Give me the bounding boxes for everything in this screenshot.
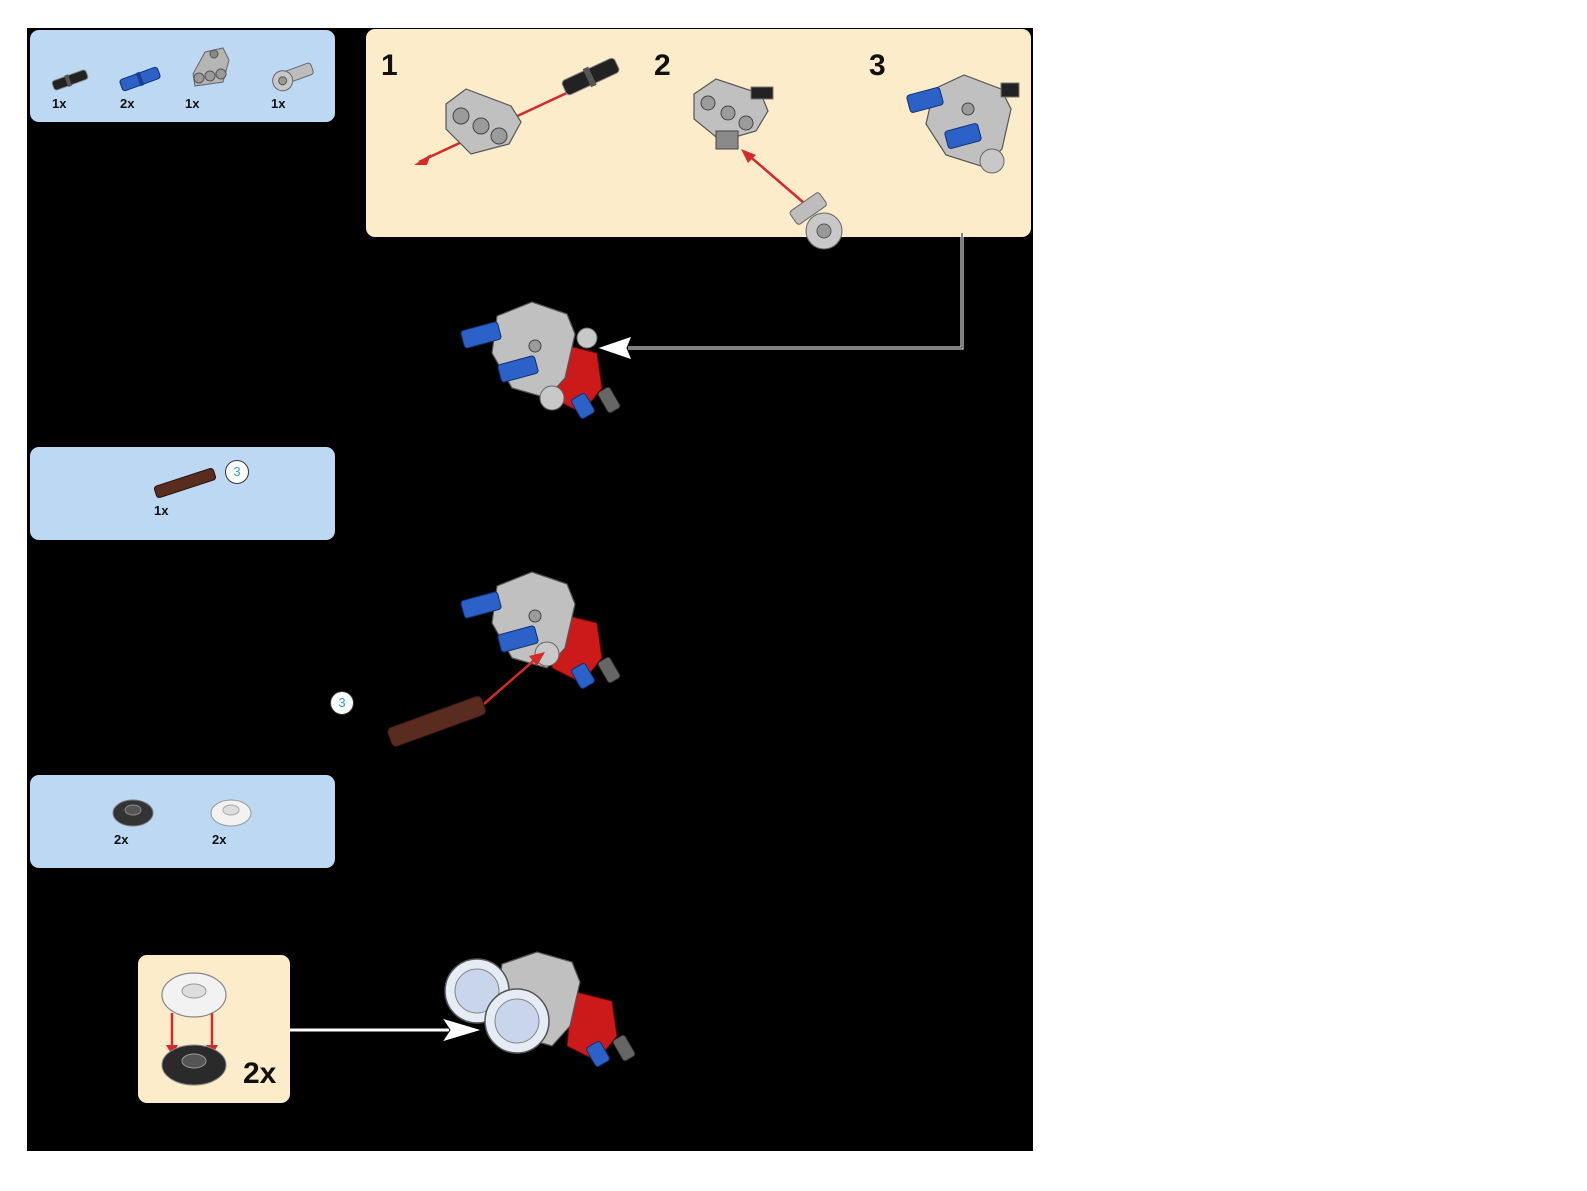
parts-qty: 2x — [212, 832, 227, 847]
sub-step-number: 1 — [381, 49, 398, 82]
brown-axle-icon — [153, 467, 217, 499]
parts-list-2: 3 1x — [30, 447, 335, 540]
sub-step-number: 2 — [654, 49, 671, 82]
sub-step-2-illustration — [693, 78, 843, 250]
parts-qty: 2x — [120, 96, 135, 111]
parts-list-3: 2x 2x — [30, 775, 335, 868]
parts-qty: 1x — [185, 96, 200, 111]
parts-qty: 1x — [271, 96, 286, 111]
sub-build-panel: 1 2 3 — [366, 29, 1031, 250]
connector-arrow — [290, 1017, 484, 1043]
parts-qty: 1x — [52, 96, 67, 111]
clear-dish-icon — [210, 799, 252, 827]
instruction-page: 1x 2x 1x 1x 1 2 3 — [27, 28, 1033, 1151]
parts-list-1: 1x 2x 1x 1x — [30, 30, 335, 122]
connector-arrow — [595, 233, 964, 361]
sub-step-1-illustration — [414, 57, 620, 165]
main-assembly-1-illustration — [460, 301, 621, 419]
gray-beam-icon — [192, 47, 230, 87]
parts-qty: 2x — [114, 832, 129, 847]
sub-step-3-illustration — [906, 74, 1020, 174]
black-pin-icon — [51, 69, 89, 91]
sub-step-number: 3 — [869, 49, 886, 82]
main-assembly-3-illustration — [444, 951, 636, 1067]
light-assembly-illustration — [161, 972, 227, 1086]
gray-connector-icon — [272, 62, 314, 92]
callout-badge: 3 — [225, 460, 249, 484]
parts-qty: 1x — [154, 503, 169, 518]
callout-badge: 3 — [330, 691, 354, 715]
blue-axle-pin-icon — [119, 66, 161, 92]
sub-assembly-panel: 2x — [138, 955, 290, 1103]
sub-assembly-multiplier: 2x — [243, 1057, 277, 1090]
black-round-plate-icon — [112, 799, 154, 827]
main-assembly-2-illustration — [387, 571, 621, 747]
